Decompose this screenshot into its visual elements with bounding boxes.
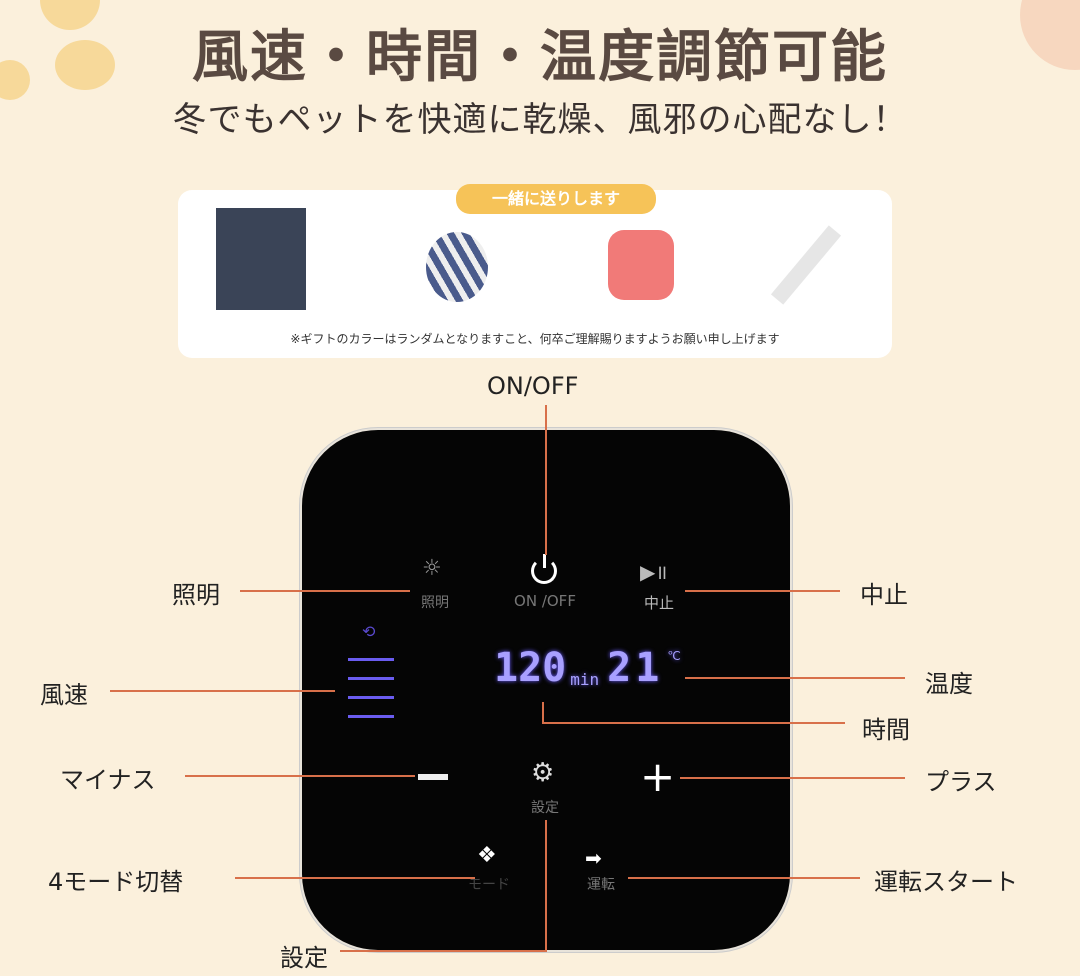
leader-line [685, 677, 905, 679]
temperature-display: 21 [607, 645, 664, 691]
play-pause-icon[interactable]: ▶॥ [640, 560, 668, 584]
comb-image [770, 225, 842, 305]
callout-on-off: ON/OFF [487, 372, 579, 400]
leader-line [542, 722, 845, 724]
plus-button[interactable]: + [640, 752, 676, 801]
callout-minus: マイナス [60, 766, 156, 794]
run-arrow-icon[interactable]: ➡ [585, 846, 602, 870]
gift-badge: 一緒に送りします [456, 184, 656, 214]
temperature-unit: ℃ [667, 649, 681, 663]
callout-mode-switch: 4モード切替 [48, 868, 184, 896]
paw-decoration [55, 40, 115, 90]
callout-plus: プラス [925, 768, 997, 796]
leader-line [628, 877, 860, 879]
leader-line [240, 590, 410, 592]
gift-note: ※ギフトのカラーはランダムとなりますこと、何卒ご理解賜りますようお願い申し上げま… [290, 332, 780, 346]
leader-line [685, 590, 840, 592]
mode-button-label[interactable]: モード [468, 877, 510, 893]
light-icon: ☼ [422, 556, 442, 581]
fan-level-bar [348, 677, 394, 680]
callout-pause: 中止 [860, 581, 908, 609]
fan-rotate-icon: ⟲ [362, 622, 376, 641]
time-unit: min [570, 670, 600, 689]
leader-line [340, 950, 547, 952]
leader-line [110, 690, 335, 692]
leader-line [542, 702, 544, 724]
callout-light: 照明 [172, 581, 220, 609]
fan-level-bar [348, 696, 394, 699]
mode-grid-icon[interactable]: ❖ [477, 843, 497, 868]
pause-button-label[interactable]: 中止 [643, 594, 674, 612]
power-icon-bar [543, 554, 546, 568]
time-display: 120 [494, 645, 567, 691]
leader-line [235, 877, 475, 879]
callout-time: 時間 [862, 716, 910, 744]
power-icon[interactable] [531, 558, 557, 584]
fan-level-bar [348, 715, 394, 718]
settings-button-label[interactable]: 設定 [531, 800, 559, 816]
callout-fan-speed: 風速 [40, 681, 88, 709]
callout-run-start: 運転スタート [874, 868, 1018, 896]
minus-button[interactable] [418, 774, 448, 780]
fan-level-bar [348, 658, 394, 661]
callout-settings: 設定 [280, 944, 328, 972]
leader-line [545, 820, 547, 952]
leader-line [185, 775, 415, 777]
gear-icon[interactable]: ⚙ [531, 758, 555, 788]
brush-image [608, 230, 674, 300]
towel-image [216, 208, 306, 310]
gift-box: ※ギフトのカラーはランダムとなりますこと、何卒ご理解賜りますようお願い申し上げま… [178, 190, 892, 358]
page-subtitle: 冬でもペットを快適に乾燥、風邪の心配なし！ [172, 100, 908, 140]
run-button-label[interactable]: 運転 [587, 877, 615, 893]
light-button-label[interactable]: 照明 [421, 595, 449, 611]
power-button-label[interactable]: ON /OFF [514, 592, 576, 610]
leader-line [545, 405, 547, 555]
page-title: 風速・時間・温度調節可能 [192, 25, 888, 90]
leader-line [680, 777, 905, 779]
callout-temperature: 温度 [925, 670, 973, 698]
ball-image [426, 232, 488, 302]
time-temp-display: 120 min 21 ℃ [494, 648, 681, 688]
